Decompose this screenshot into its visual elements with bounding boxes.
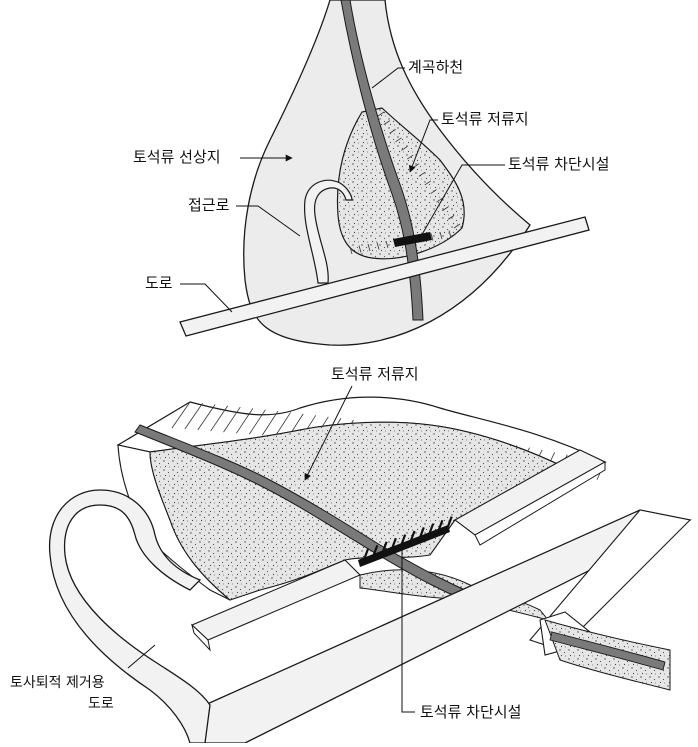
hatch-line xyxy=(398,534,407,551)
hatch-line xyxy=(436,197,443,203)
label-top-road: 도로 xyxy=(145,274,173,292)
top-road xyxy=(179,216,590,337)
hatch-line xyxy=(439,231,443,240)
label-removal-road-line2: 도로 xyxy=(88,696,114,712)
label-access-road: 접근로 xyxy=(188,196,230,214)
hatch-line xyxy=(418,171,426,177)
hatch-line xyxy=(388,537,397,555)
hatch-line xyxy=(367,243,371,252)
hatch-line xyxy=(349,246,353,255)
hatch-line xyxy=(395,137,402,143)
label-top-reservoir: 토석류 저류지 xyxy=(441,110,529,128)
hatch-line xyxy=(444,516,453,533)
top-figure xyxy=(179,0,590,346)
label-top-barrier: 토석류 차단시설 xyxy=(508,155,610,173)
hatch-line xyxy=(171,401,191,429)
hatch-line xyxy=(184,403,203,430)
hatch-line xyxy=(430,189,437,194)
hatch-line xyxy=(383,120,391,125)
hatch-line xyxy=(223,406,241,433)
label-removal-road-line1: 토사퇴적 제거용 xyxy=(10,675,105,691)
hatch-line xyxy=(360,548,370,566)
label-bottom-barrier: 토석류 차단시설 xyxy=(420,703,522,721)
hatch-line xyxy=(401,146,408,151)
bottom-figure xyxy=(48,385,692,744)
bottom-removal-road xyxy=(48,489,211,744)
hatch-line xyxy=(435,519,444,537)
top-leaders xyxy=(180,67,505,313)
hatch-line xyxy=(236,408,254,434)
hatch-line xyxy=(442,206,449,212)
hatch-line xyxy=(426,523,435,541)
hatch-line xyxy=(370,545,379,562)
hatch-line xyxy=(453,223,461,229)
hatch-line xyxy=(447,215,455,220)
hatch-line xyxy=(379,541,388,559)
hatch-line xyxy=(407,530,416,548)
hatch-line xyxy=(416,527,425,544)
hatch-line xyxy=(377,111,385,117)
hatch-line xyxy=(358,245,362,253)
top-reservoir-area xyxy=(336,107,465,260)
top-stream-channel xyxy=(340,0,424,321)
hatch-line xyxy=(430,233,434,241)
hatch-line xyxy=(448,230,452,238)
label-fan: 토석류 선상지 xyxy=(133,148,221,166)
hatch-line xyxy=(407,154,414,160)
hatch-line xyxy=(389,128,396,134)
hatch-line xyxy=(261,410,279,436)
top-access-road xyxy=(303,179,353,284)
hatch-line xyxy=(376,242,380,250)
hatch-line xyxy=(424,180,431,186)
bottom-reservoir-area xyxy=(149,421,572,601)
hatch-line xyxy=(385,240,389,249)
bottom-barrier xyxy=(358,516,453,567)
top-barrier xyxy=(393,232,432,247)
hatch-line xyxy=(210,405,229,432)
bottom-leaders xyxy=(127,385,415,713)
hatch-line xyxy=(248,409,266,435)
label-bottom-reservoir: 토석류 저류지 xyxy=(331,365,419,383)
label-stream: 계곡하천 xyxy=(408,58,464,76)
hatch-line xyxy=(274,412,291,437)
hatch-line xyxy=(197,404,216,431)
